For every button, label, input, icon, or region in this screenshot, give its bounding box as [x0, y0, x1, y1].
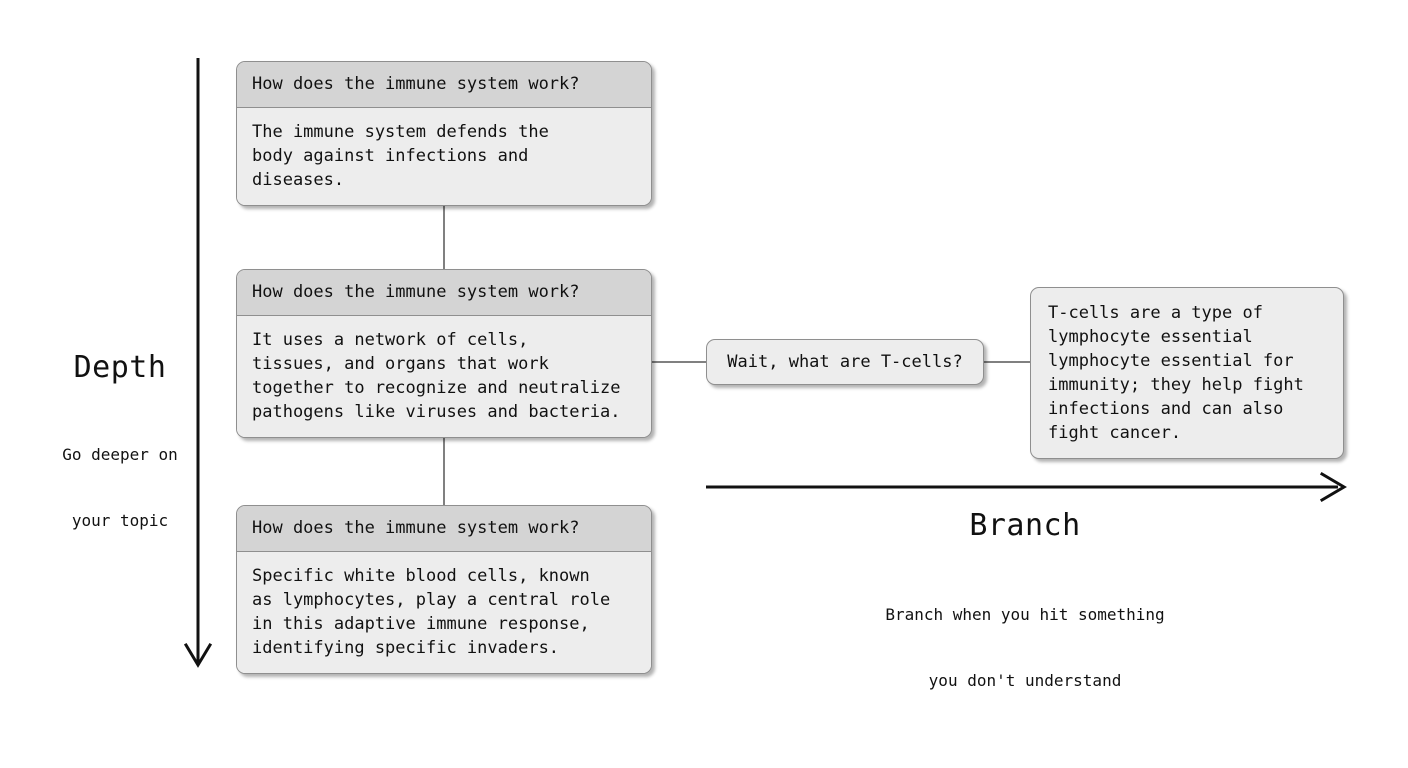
connector-card1-to-card2 — [443, 205, 445, 270]
depth-card-1[interactable]: How does the immune system work? The imm… — [236, 61, 652, 206]
depth-card-1-body: The immune system defends the body again… — [237, 108, 651, 205]
depth-axis-caption-line2: your topic — [71, 511, 169, 530]
branch-axis-title: Branch — [969, 508, 1081, 543]
branch-axis-arrow — [706, 471, 1347, 503]
connector-card2-to-question — [650, 361, 710, 363]
depth-card-2-header: How does the immune system work? — [237, 270, 651, 316]
depth-axis-title: Depth — [73, 350, 167, 385]
depth-card-3-header: How does the immune system work? — [237, 506, 651, 552]
branch-axis-caption-line2: you don't understand — [928, 671, 1122, 690]
depth-card-3-body: Specific white blood cells, known as lym… — [237, 552, 651, 673]
depth-axis-caption-line1: Go deeper on — [62, 445, 178, 464]
connector-question-to-answer — [982, 361, 1032, 363]
connector-card2-to-card3 — [443, 438, 445, 506]
branch-answer-box[interactable]: T-cells are a type of lymphocyte essenti… — [1030, 287, 1344, 459]
branch-axis-caption: Branch when you hit something you don't … — [825, 560, 1225, 736]
depth-card-2-body: It uses a network of cells, tissues, and… — [237, 316, 651, 437]
depth-axis-caption: Go deeper on your topic — [20, 400, 220, 576]
branch-axis-caption-line1: Branch when you hit something — [885, 605, 1165, 624]
branch-question-box[interactable]: Wait, what are T-cells? — [706, 339, 984, 385]
depth-card-1-header: How does the immune system work? — [237, 62, 651, 108]
depth-card-3[interactable]: How does the immune system work? Specifi… — [236, 505, 652, 674]
depth-card-2[interactable]: How does the immune system work? It uses… — [236, 269, 652, 438]
